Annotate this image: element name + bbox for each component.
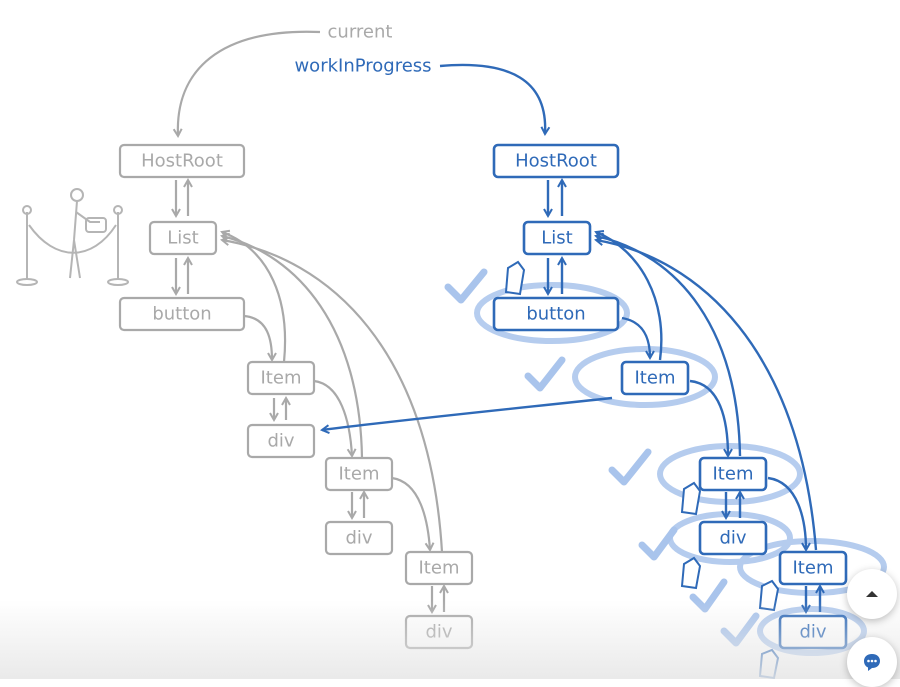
tag-icon bbox=[680, 481, 702, 516]
wip-node-div-2: div bbox=[698, 520, 768, 556]
node-label: List bbox=[167, 228, 198, 249]
check-icon bbox=[720, 612, 760, 647]
wip-tree bbox=[322, 63, 820, 612]
tag-icon bbox=[504, 260, 526, 296]
work-in-progress-label: workInProgress bbox=[294, 56, 431, 77]
wip-node-list: List bbox=[522, 220, 592, 256]
chevron-up-icon bbox=[866, 591, 878, 597]
node-label: Item bbox=[419, 558, 460, 579]
current-node-div-1: div bbox=[246, 423, 316, 459]
node-label: Item bbox=[261, 368, 302, 389]
check-icon bbox=[524, 356, 566, 392]
current-node-list: List bbox=[148, 220, 218, 256]
current-node-div-2: div bbox=[324, 520, 394, 556]
tag-icon bbox=[758, 579, 780, 612]
chat-button[interactable] bbox=[847, 637, 897, 687]
current-node-item-3: Item bbox=[404, 550, 474, 586]
node-label: HostRoot bbox=[141, 151, 223, 172]
current-node-div-3: div bbox=[404, 614, 474, 650]
chat-icon bbox=[864, 654, 880, 671]
wip-node-item-2: Item bbox=[698, 456, 768, 492]
check-icon bbox=[608, 448, 652, 486]
velvet-rope-doorman-icon bbox=[16, 188, 129, 286]
wip-node-button: button bbox=[492, 296, 620, 332]
wip-node-item-3: Item bbox=[778, 550, 848, 586]
tag-icon bbox=[680, 556, 702, 590]
node-label: div bbox=[267, 431, 294, 452]
current-tree bbox=[176, 30, 444, 612]
node-label: HostRoot bbox=[515, 151, 597, 172]
wip-node-host-root: HostRoot bbox=[492, 143, 620, 179]
wip-node-div-3: div bbox=[778, 614, 848, 650]
node-label: div bbox=[425, 622, 452, 643]
node-label: button bbox=[526, 304, 585, 325]
check-icon bbox=[638, 526, 678, 561]
current-node-button: button bbox=[118, 296, 246, 332]
node-label: div bbox=[345, 528, 372, 549]
node-label: Item bbox=[793, 558, 834, 579]
current-node-item-2: Item bbox=[324, 456, 394, 492]
current-node-item-1: Item bbox=[246, 360, 316, 396]
scroll-to-top-button[interactable] bbox=[847, 569, 897, 619]
node-label: div bbox=[719, 528, 746, 549]
node-label: Item bbox=[713, 464, 754, 485]
node-label: Item bbox=[635, 368, 676, 389]
check-icon bbox=[689, 578, 728, 613]
node-label: Item bbox=[339, 464, 380, 485]
current-node-host-root: HostRoot bbox=[118, 143, 246, 179]
completed-highlights bbox=[474, 282, 887, 656]
node-label: List bbox=[541, 228, 572, 249]
tag-icon bbox=[758, 648, 780, 679]
current-label: current bbox=[328, 22, 393, 43]
node-label: button bbox=[152, 304, 211, 325]
node-label: div bbox=[799, 622, 826, 643]
wip-node-item-1: Item bbox=[620, 360, 690, 396]
check-icon bbox=[444, 268, 488, 304]
